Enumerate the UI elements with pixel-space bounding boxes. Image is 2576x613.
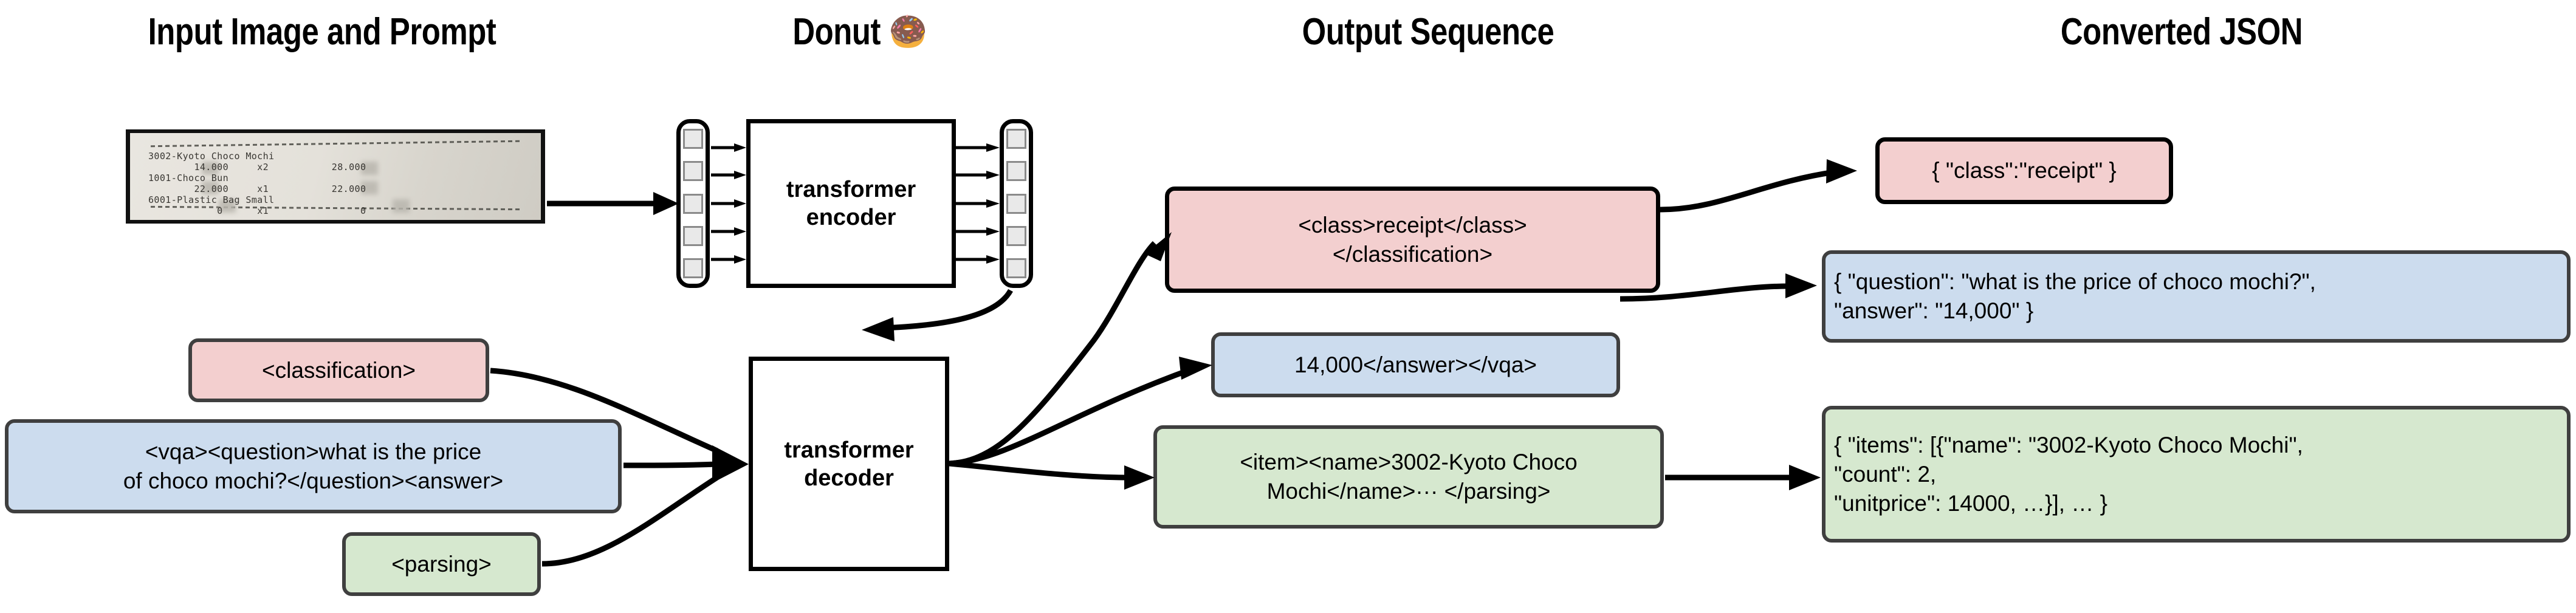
arrows-encoder-to-tokens	[956, 143, 1000, 264]
output-box-vqa[interactable]: 14,000</answer></vqa>	[1211, 332, 1620, 397]
json-box-parsing[interactable]: { "items": [{"name": "3002-Kyoto Choco M…	[1822, 406, 2571, 543]
encoder-input-token	[683, 193, 703, 214]
receipt-redaction-3	[202, 181, 219, 194]
encoder-output-token-column	[1000, 119, 1033, 288]
prompt-box-vqa[interactable]: <vqa><question>what is the price of choc…	[5, 419, 622, 513]
input-receipt-image: 3002-Kyoto Choco Mochi 14.000 x2 28.000 …	[126, 129, 545, 224]
receipt-redaction-1	[202, 162, 219, 175]
encoder-input-token-column	[676, 119, 710, 288]
json-box-vqa[interactable]: { "question": "what is the price of choc…	[1822, 250, 2571, 343]
column-title-output: Output Sequence	[1302, 11, 1554, 53]
receipt-text-line: 0 x1 0	[148, 205, 366, 216]
receipt-text-line: 1001-Choco Bun	[148, 173, 229, 183]
receipt-text-line: 14.000 x2 28.000	[148, 162, 366, 173]
arrow-encoder-output-to-decoder	[862, 289, 1013, 341]
prompt-box-classification[interactable]: <classification>	[188, 338, 489, 402]
receipt-paper: 3002-Kyoto Choco Mochi 14.000 x2 28.000 …	[130, 133, 541, 220]
encoder-output-token	[1006, 161, 1026, 182]
output-box-parsing[interactable]: <item><name>3002-Kyoto Choco Mochi</name…	[1153, 425, 1664, 529]
receipt-top-dashes	[150, 140, 521, 148]
prompt-box-parsing[interactable]: <parsing>	[342, 532, 541, 596]
transformer-decoder-block: transformer decoder	[749, 357, 949, 571]
column-title-model: Donut 🍩	[792, 11, 927, 53]
encoder-output-token	[1006, 225, 1026, 246]
encoder-input-token	[683, 129, 703, 149]
receipt-text-line: 22.000 x1 22.000	[148, 183, 366, 194]
arrows-tokens-into-encoder	[711, 143, 746, 264]
arrow-receipt-to-encoder	[547, 192, 679, 215]
json-box-classification[interactable]: { "class":"receipt" }	[1875, 137, 2173, 204]
receipt-redaction-2	[361, 162, 378, 175]
receipt-redaction-4	[361, 181, 378, 194]
column-title-json: Converted JSON	[2060, 11, 2303, 53]
receipt-text-line: 6001-Plastic Bag Small	[148, 194, 275, 205]
encoder-output-token	[1006, 129, 1026, 149]
transformer-encoder-block: transformer encoder	[746, 119, 956, 288]
receipt-redaction-5	[219, 199, 236, 213]
encoder-output-token	[1006, 193, 1026, 214]
output-box-classification[interactable]: <class>receipt</class> </classification>	[1165, 187, 1660, 293]
encoder-input-token	[683, 225, 703, 246]
receipt-text-line: 3002-Kyoto Choco Mochi	[148, 151, 275, 162]
encoder-input-token	[683, 258, 703, 278]
encoder-input-token	[683, 161, 703, 182]
encoder-output-token	[1006, 258, 1026, 278]
transformer-decoder-label: transformer decoder	[784, 437, 914, 491]
column-title-input: Input Image and Prompt	[148, 11, 496, 53]
transformer-encoder-label: transformer encoder	[786, 177, 916, 230]
receipt-redaction-6	[393, 199, 410, 213]
